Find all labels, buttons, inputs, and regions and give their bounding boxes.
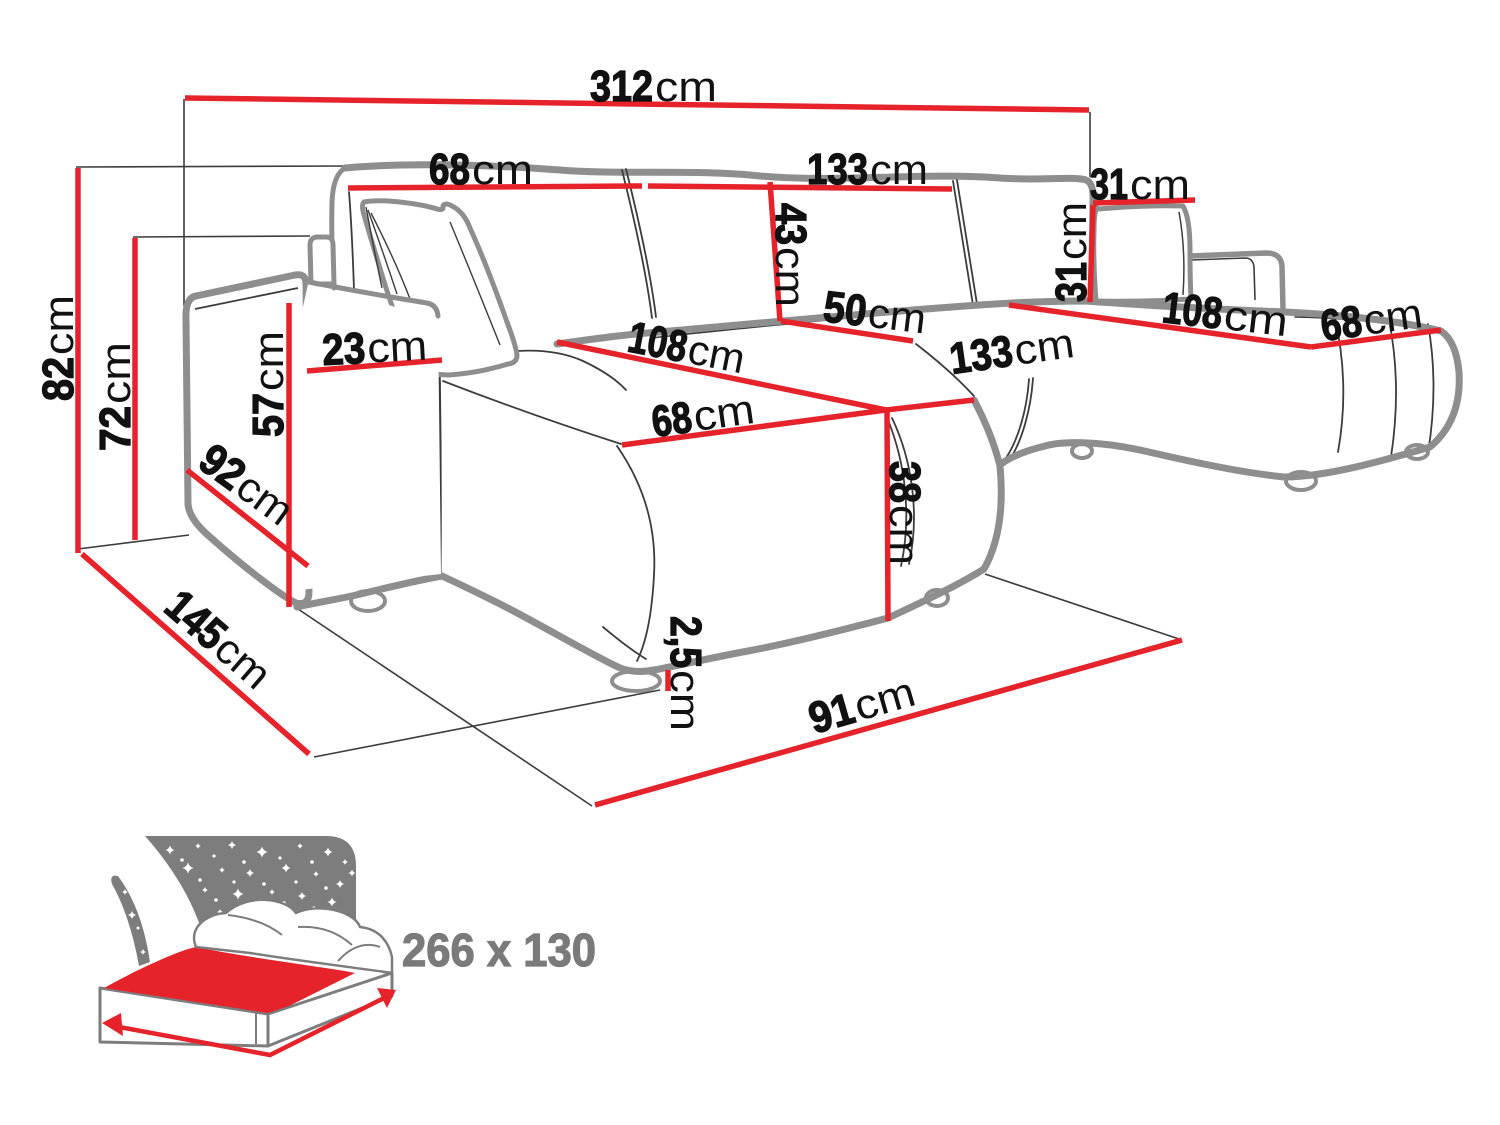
- svg-text:cm: cm: [472, 146, 533, 193]
- svg-text:82: 82: [34, 357, 83, 401]
- svg-text:cm: cm: [767, 247, 814, 307]
- svg-text:cm: cm: [1360, 289, 1425, 344]
- svg-text:cm: cm: [655, 63, 717, 110]
- svg-text:cm: cm: [245, 331, 292, 391]
- svg-text:133: 133: [947, 327, 1016, 384]
- svg-text:23: 23: [321, 324, 367, 375]
- svg-text:108: 108: [1160, 283, 1225, 338]
- svg-text:cm: cm: [92, 342, 139, 404]
- svg-text:68: 68: [429, 145, 470, 194]
- svg-text:2,5: 2,5: [661, 616, 710, 668]
- svg-text:68: 68: [1318, 297, 1365, 351]
- svg-text:312: 312: [590, 62, 653, 111]
- svg-text:cm: cm: [1048, 202, 1095, 260]
- svg-text:cm: cm: [35, 295, 82, 355]
- svg-text:43: 43: [766, 203, 815, 245]
- svg-text:72: 72: [91, 406, 140, 451]
- svg-text:31: 31: [1047, 262, 1096, 302]
- svg-text:cm: cm: [684, 325, 749, 382]
- svg-text:68: 68: [649, 393, 695, 447]
- svg-text:133: 133: [807, 145, 868, 194]
- svg-text:cm: cm: [866, 289, 929, 343]
- svg-text:cm: cm: [366, 322, 428, 372]
- svg-text:57: 57: [244, 393, 293, 437]
- svg-text:266 x 130: 266 x 130: [402, 924, 596, 976]
- svg-text:cm: cm: [662, 670, 709, 731]
- svg-text:108: 108: [624, 313, 691, 372]
- svg-text:cm: cm: [1130, 161, 1190, 208]
- svg-text:31: 31: [1090, 160, 1128, 209]
- svg-text:cm: cm: [881, 505, 928, 565]
- svg-text:cm: cm: [690, 385, 757, 440]
- svg-text:cm: cm: [1011, 319, 1077, 374]
- svg-text:50: 50: [821, 282, 870, 336]
- svg-text:cm: cm: [870, 146, 928, 193]
- svg-text:cm: cm: [1222, 291, 1291, 345]
- svg-text:38: 38: [880, 461, 929, 503]
